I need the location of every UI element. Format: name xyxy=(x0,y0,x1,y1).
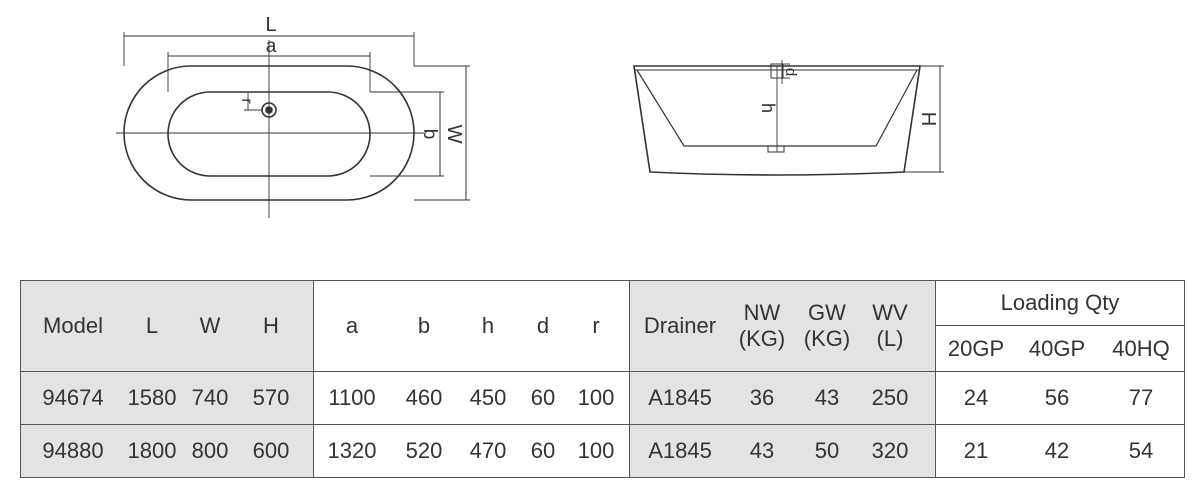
table-header-row: Model L W H a b h d r Drainer NW (KG) xyxy=(20,280,1185,372)
header-r: r xyxy=(592,313,600,338)
side-view-drawing xyxy=(633,60,944,176)
cell-b: 460 xyxy=(405,385,443,410)
header-wv-unit: (L) xyxy=(876,326,904,351)
header-wv: WV (L) xyxy=(860,300,920,352)
header-gw: GW (KG) xyxy=(794,300,860,352)
cell-40hq: 77 xyxy=(1128,385,1154,410)
row1-main-dimensions: 94674 1580 740 570 xyxy=(20,371,314,425)
header-gw-label: GW xyxy=(808,300,846,325)
row1-basin-dimensions: 1100 460 450 60 100 xyxy=(313,371,630,425)
header-nw-label: NW xyxy=(743,300,781,325)
header-20gp: 20GP xyxy=(947,335,1005,361)
row2-basin-dimensions: 1320 520 470 60 100 xyxy=(313,424,630,478)
cell-wv: 320 xyxy=(871,438,909,463)
cell-H: 570 xyxy=(252,385,290,410)
dim-label-d: d xyxy=(782,68,799,76)
header-a: a xyxy=(345,313,359,338)
cell-h: 450 xyxy=(469,385,507,410)
cell-nw: 43 xyxy=(749,438,775,463)
header-group-loading-qty: Loading Qty 20GP 40GP 40HQ xyxy=(935,280,1185,372)
header-model: Model xyxy=(43,313,103,338)
header-L: L xyxy=(145,313,159,338)
cell-model: 94880 xyxy=(42,438,104,463)
table-row: 94674 1580 740 570 1100 460 450 60 100 A… xyxy=(20,371,1185,425)
cell-gw: 50 xyxy=(814,438,840,463)
dim-label-H: H xyxy=(917,112,939,126)
cell-40hq: 54 xyxy=(1128,438,1154,463)
row1-loading-qty: 24 56 77 xyxy=(935,371,1185,425)
table-row: 94880 1800 800 600 1320 520 470 60 100 A… xyxy=(20,424,1185,478)
dim-label-r: r xyxy=(238,98,255,104)
dim-label-h: h xyxy=(758,103,778,113)
cell-wv: 250 xyxy=(871,385,909,410)
cell-b: 520 xyxy=(405,438,443,463)
cell-L: 1580 xyxy=(127,385,177,410)
cell-drainer: A1845 xyxy=(648,385,712,410)
header-h: h xyxy=(481,313,495,338)
cell-L: 1800 xyxy=(127,438,177,463)
row2-main-dimensions: 94880 1800 800 600 xyxy=(20,424,314,478)
cell-r: 100 xyxy=(577,385,615,410)
cell-H: 600 xyxy=(252,438,290,463)
header-H: H xyxy=(263,313,279,338)
cell-h: 470 xyxy=(469,438,507,463)
header-d: d xyxy=(536,313,550,338)
cell-a: 1320 xyxy=(327,438,377,463)
header-W: W xyxy=(199,313,221,338)
cell-W: 740 xyxy=(191,385,229,410)
header-b: b xyxy=(417,313,431,338)
header-group-basin-dimensions: a b h d r xyxy=(313,280,630,372)
header-nw: NW (KG) xyxy=(730,300,794,352)
row2-drainer-weights: A1845 43 50 320 xyxy=(629,424,936,478)
row2-loading-qty: 21 42 54 xyxy=(935,424,1185,478)
cell-20gp: 21 xyxy=(963,438,989,463)
header-40hq: 40HQ xyxy=(1112,335,1170,361)
cell-r: 100 xyxy=(577,438,615,463)
cell-d: 60 xyxy=(530,385,556,410)
bathtub-drawings: L a r b W h d H xyxy=(116,14,944,218)
cell-gw: 43 xyxy=(814,385,840,410)
cell-drainer: A1845 xyxy=(648,438,712,463)
cell-nw: 36 xyxy=(749,385,775,410)
header-40gp: 40GP xyxy=(1028,335,1086,361)
top-view-labels: L a r b W xyxy=(238,14,465,144)
dim-label-b: b xyxy=(419,129,440,140)
row1-drainer-weights: A1845 36 43 250 xyxy=(629,371,936,425)
header-nw-unit: (KG) xyxy=(738,326,786,351)
header-loading-qty: Loading Qty xyxy=(936,281,1184,326)
cell-model: 94674 xyxy=(42,385,104,410)
dim-label-a: a xyxy=(266,36,277,57)
header-group-drainer-weights: Drainer NW (KG) GW (KG) WV (L) xyxy=(629,280,936,372)
cell-40gp: 56 xyxy=(1044,385,1070,410)
cell-a: 1100 xyxy=(328,385,376,410)
header-wv-label: WV xyxy=(872,300,908,325)
side-view-labels: h d H xyxy=(758,68,939,126)
specification-table: Model L W H a b h d r Drainer NW (KG) xyxy=(20,280,1185,478)
top-view-drawing xyxy=(116,32,470,218)
cell-40gp: 42 xyxy=(1044,438,1070,463)
header-drainer: Drainer xyxy=(643,313,717,338)
cell-d: 60 xyxy=(530,438,556,463)
dim-label-W: W xyxy=(443,125,465,144)
header-group-main-dimensions: Model L W H xyxy=(20,280,314,372)
dim-label-L: L xyxy=(265,14,276,36)
header-gw-unit: (KG) xyxy=(803,326,851,351)
cell-20gp: 24 xyxy=(963,385,989,410)
cell-W: 800 xyxy=(191,438,229,463)
